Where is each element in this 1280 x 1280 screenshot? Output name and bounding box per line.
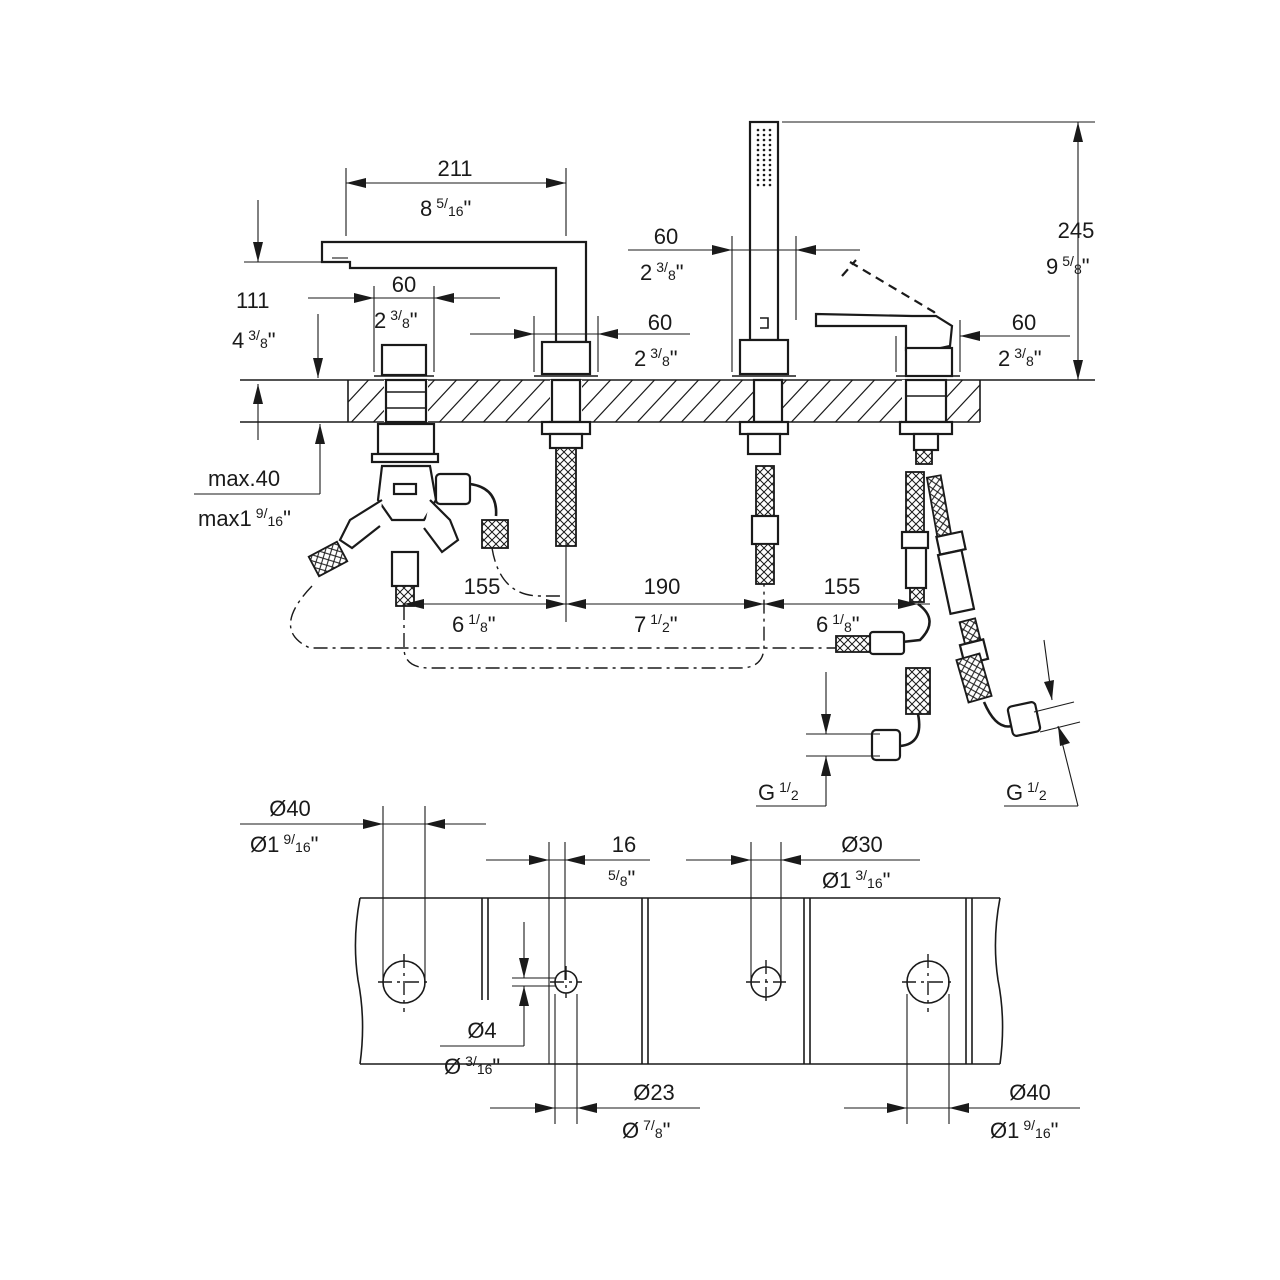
hole-40-left-metric: Ø40 xyxy=(269,796,311,821)
lever-metric: 60 xyxy=(1012,310,1036,335)
shower-height-metric: 245 xyxy=(1058,218,1095,243)
spout-reach-metric: 211 xyxy=(437,156,472,181)
slot-16-metric: 16 xyxy=(612,832,636,857)
lever-mixer xyxy=(814,259,990,666)
connection-hoses xyxy=(289,547,1042,762)
spout-base-metric: 60 xyxy=(648,310,672,335)
spout-height-metric: 111 xyxy=(236,288,269,313)
shower-base-metric: 60 xyxy=(654,224,678,249)
handle-valve-assembly xyxy=(307,343,509,607)
dimension-lines xyxy=(194,121,1095,807)
slot-16-imperial: 5/8" xyxy=(608,866,635,891)
hole-40-right-metric: Ø40 xyxy=(1009,1080,1051,1105)
handle-metric: 60 xyxy=(392,272,416,297)
bath-spout xyxy=(320,240,598,547)
spacing-left-metric: 155 xyxy=(464,574,501,599)
hole-30-metric: Ø30 xyxy=(841,832,883,857)
hole-23-metric: Ø23 xyxy=(633,1080,675,1105)
spacing-right-metric: 155 xyxy=(824,574,861,599)
deck-max-metric: max.40 xyxy=(208,466,280,491)
hole-4-metric: Ø4 xyxy=(467,1018,496,1043)
hole-plan xyxy=(240,806,1080,1124)
hand-shower xyxy=(732,120,796,585)
spacing-mid-metric: 190 xyxy=(644,574,681,599)
deck-section xyxy=(240,379,1095,423)
